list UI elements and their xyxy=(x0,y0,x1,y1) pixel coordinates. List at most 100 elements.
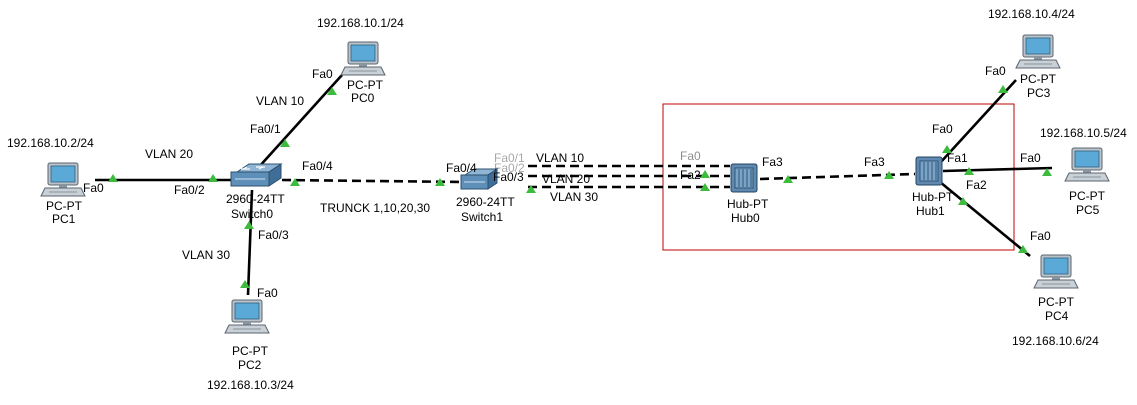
pc4-name-label: PC4 xyxy=(1045,309,1069,323)
vlan-label: VLAN 10 xyxy=(256,94,304,108)
vlan-label: VLAN 20 xyxy=(145,147,193,161)
pc2-device[interactable]: PC-PT PC2 192.168.10.3/24 xyxy=(207,299,294,392)
link-pc0-switch0[interactable] xyxy=(257,74,343,169)
port-label: Fa0 xyxy=(680,149,701,163)
pc4-ip-label: 192.168.10.6/24 xyxy=(1012,334,1099,348)
switch-icon xyxy=(230,163,283,187)
vlan-label: VLAN 20 xyxy=(542,172,590,186)
port-label: Fa0 xyxy=(83,181,104,195)
port-label: Fa0 xyxy=(312,67,333,81)
pc3-device[interactable]: PC-PT PC3 192.168.10.4/24 xyxy=(988,7,1075,100)
pc-icon xyxy=(1064,147,1110,182)
port-indicator-icon xyxy=(700,183,710,191)
pc5-device[interactable]: PC-PT PC5 192.168.10.5/24 xyxy=(1040,126,1127,217)
pc5-name-label: PC5 xyxy=(1076,203,1100,217)
pc-icon xyxy=(1033,254,1079,289)
hub0-model-label: Hub-PT xyxy=(727,197,769,211)
port-indicator-icon xyxy=(435,178,445,186)
port-label: Fa1 xyxy=(947,151,968,165)
port-label: Fa3 xyxy=(762,155,783,169)
port-indicator-icon xyxy=(884,171,894,179)
pc1-ip-label: 192.168.10.2/24 xyxy=(7,136,94,150)
port-label: Fa0 xyxy=(1020,151,1041,165)
port-label: Fa0 xyxy=(1030,229,1051,243)
port-indicator-icon xyxy=(208,174,218,182)
pc2-type-label: PC-PT xyxy=(232,344,269,358)
port-label: Fa0/2 xyxy=(174,183,205,197)
link-hub1-pc5[interactable] xyxy=(942,166,1053,173)
pc3-type-label: PC-PT xyxy=(1020,72,1057,86)
port-indicator-icon xyxy=(998,85,1008,93)
switch1-name-label: Switch1 xyxy=(461,210,503,224)
port-indicator-icon xyxy=(280,139,290,147)
pc2-name-label: PC2 xyxy=(238,358,262,372)
port-label: Fa0/3 xyxy=(258,228,289,242)
port-label: Fa0/4 xyxy=(446,161,477,175)
hub1-model-label: Hub-PT xyxy=(912,190,954,204)
pc4-device[interactable]: PC-PT PC4 192.168.10.6/24 xyxy=(1012,254,1099,348)
port-label: Fa0/1 xyxy=(494,151,525,165)
pc3-name-label: PC3 xyxy=(1027,86,1051,100)
pc0-ip-label: 192.168.10.1/24 xyxy=(317,16,404,30)
port-indicator-icon xyxy=(240,280,250,288)
pc2-ip-label: 192.168.10.3/24 xyxy=(207,378,294,392)
port-indicator-icon xyxy=(958,197,968,205)
pc3-ip-label: 192.168.10.4/24 xyxy=(988,7,1075,21)
pc1-device[interactable]: PC-PT PC1 192.168.10.2/24 xyxy=(7,136,94,226)
pc1-name-label: PC1 xyxy=(52,212,76,226)
port-indicator-icon xyxy=(1042,168,1052,176)
port-indicator-icon xyxy=(526,185,536,193)
hub1-device[interactable]: Hub-PT Hub1 xyxy=(912,156,954,218)
pc5-ip-label: 192.168.10.5/24 xyxy=(1040,126,1127,140)
port-indicator-icon xyxy=(964,167,974,175)
link-switch0-switch1-trunk[interactable] xyxy=(281,178,465,184)
switch0-name-label: Switch0 xyxy=(231,207,273,221)
port-label: Fa0/3 xyxy=(493,170,524,184)
pc-icon xyxy=(40,162,86,197)
pc1-type-label: PC-PT xyxy=(46,199,83,213)
port-label: Fa0 xyxy=(932,122,953,136)
link-hub1-pc4[interactable] xyxy=(939,180,1031,258)
pc-icon xyxy=(340,41,386,76)
port-indicator-icon xyxy=(290,178,300,186)
port-label: Fa3 xyxy=(864,155,885,169)
pc-icon xyxy=(224,299,270,334)
port-label: Fa0/2 xyxy=(494,161,525,175)
switch1-device[interactable]: 2960-24TT Switch1 xyxy=(456,168,515,224)
hub0-device[interactable]: Hub-PT Hub0 xyxy=(727,163,769,225)
port-label: Fa2 xyxy=(680,168,701,182)
port-indicator-icon xyxy=(942,145,952,153)
switch0-model-label: 2960-24TT xyxy=(226,192,285,206)
port-indicator-icon xyxy=(108,174,118,182)
switch0-device[interactable]: 2960-24TT Switch0 xyxy=(226,163,285,221)
pc4-type-label: PC-PT xyxy=(1038,295,1075,309)
link-pc2-switch0[interactable] xyxy=(246,189,254,296)
switch1-model-label: 2960-24TT xyxy=(456,195,515,209)
port-label: Fa0/4 xyxy=(302,159,333,173)
port-label: Fa2 xyxy=(966,178,987,192)
hub-icon xyxy=(730,163,758,193)
vlan-label: VLAN 30 xyxy=(550,190,598,204)
hub1-name-label: Hub1 xyxy=(916,204,945,218)
port-indicator-icon xyxy=(700,170,710,178)
vlan-label: VLAN 30 xyxy=(182,248,230,262)
port-label: Fa0 xyxy=(257,286,278,300)
port-label: Fa0 xyxy=(985,64,1006,78)
pc5-type-label: PC-PT xyxy=(1069,189,1106,203)
link-hub1-pc3[interactable] xyxy=(939,79,1017,164)
trunk-label: TRUNCK 1,10,20,30 xyxy=(320,201,430,215)
pc0-type-label: PC-PT xyxy=(347,78,384,92)
pc0-device[interactable]: PC-PT PC0 192.168.10.1/24 xyxy=(317,16,404,105)
port-indicator-icon xyxy=(244,221,254,229)
port-indicator-icon xyxy=(1018,245,1028,253)
port-label: Fa0/1 xyxy=(250,122,281,136)
port-indicator-icon xyxy=(327,87,337,95)
pc0-name-label: PC0 xyxy=(351,91,375,105)
pc-icon xyxy=(1015,34,1061,69)
hub0-name-label: Hub0 xyxy=(731,211,760,225)
vlan-label: VLAN 10 xyxy=(536,151,584,165)
port-indicator-icon xyxy=(783,175,793,183)
hub-icon xyxy=(915,156,943,186)
switch-icon xyxy=(460,168,499,190)
